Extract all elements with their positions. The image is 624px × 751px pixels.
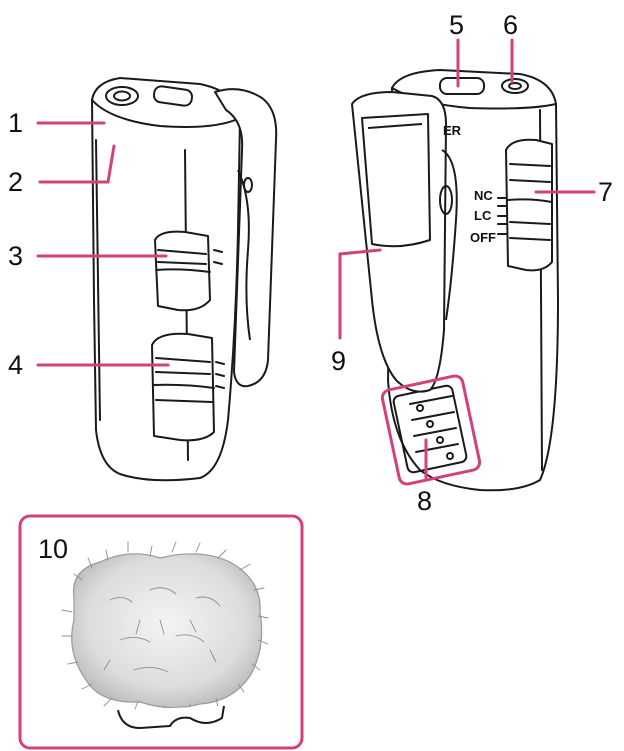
callout-7: 7	[598, 177, 613, 207]
switch-label-nc: NC	[474, 188, 493, 203]
callout-3: 3	[8, 241, 23, 271]
indicator-highlight	[380, 374, 482, 486]
callout-5: 5	[449, 10, 464, 40]
callout-6: 6	[503, 10, 518, 40]
leader-9	[338, 248, 382, 340]
callout-9: 9	[331, 346, 346, 376]
callout-10: 10	[38, 534, 68, 564]
leader-2	[38, 144, 116, 184]
mode-switch-labels: NC LC OFF	[470, 188, 496, 245]
clip	[351, 91, 458, 393]
clip	[214, 88, 278, 388]
microphone-body-front	[91, 77, 241, 482]
windscreen-icon	[61, 541, 269, 729]
callout-1: 1	[8, 108, 23, 138]
switch-label-off: OFF	[470, 230, 496, 245]
callout-4: 4	[8, 350, 23, 380]
leader-lines	[36, 38, 596, 480]
callout-8: 8	[417, 486, 432, 516]
callout-2: 2	[8, 167, 23, 197]
switch-label-lc: LC	[474, 208, 492, 223]
rear-marking: ER	[443, 123, 462, 138]
